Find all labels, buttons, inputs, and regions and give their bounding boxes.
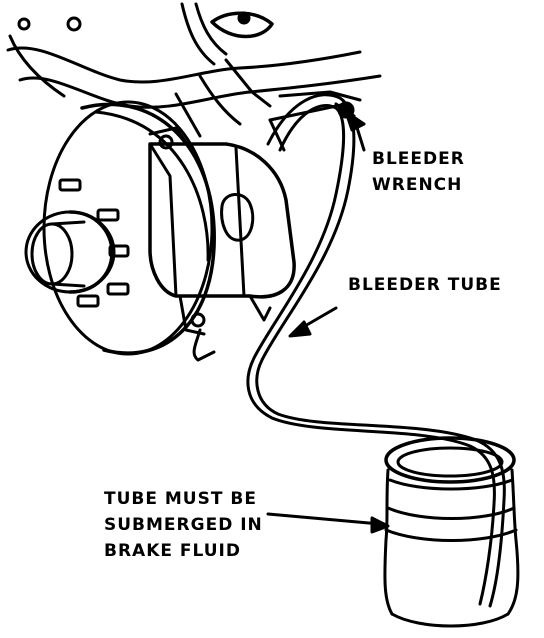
arrow-bleeder-tube-head xyxy=(288,320,312,338)
submerge-note-label: TUBE MUST BE SUBMERGED IN BRAKE FLUID xyxy=(104,489,263,561)
fluid-jar xyxy=(383,436,520,628)
arrow-submerge-head xyxy=(370,516,390,534)
wheel-studs xyxy=(58,178,130,308)
brake-rotor xyxy=(42,100,216,356)
wheel-hub xyxy=(24,210,116,294)
bleeder-wrench-label: BLEEDER WRENCH xyxy=(372,149,465,195)
leader-arrows xyxy=(266,110,390,534)
bleeder-tube xyxy=(246,93,506,608)
brake-caliper xyxy=(148,92,296,362)
arrow-bleeder-wrench-head xyxy=(344,110,366,132)
arrow-submerge xyxy=(266,512,382,526)
suspension-frame xyxy=(6,2,382,126)
bleeder-tube-label: BLEEDER TUBE xyxy=(348,275,502,295)
